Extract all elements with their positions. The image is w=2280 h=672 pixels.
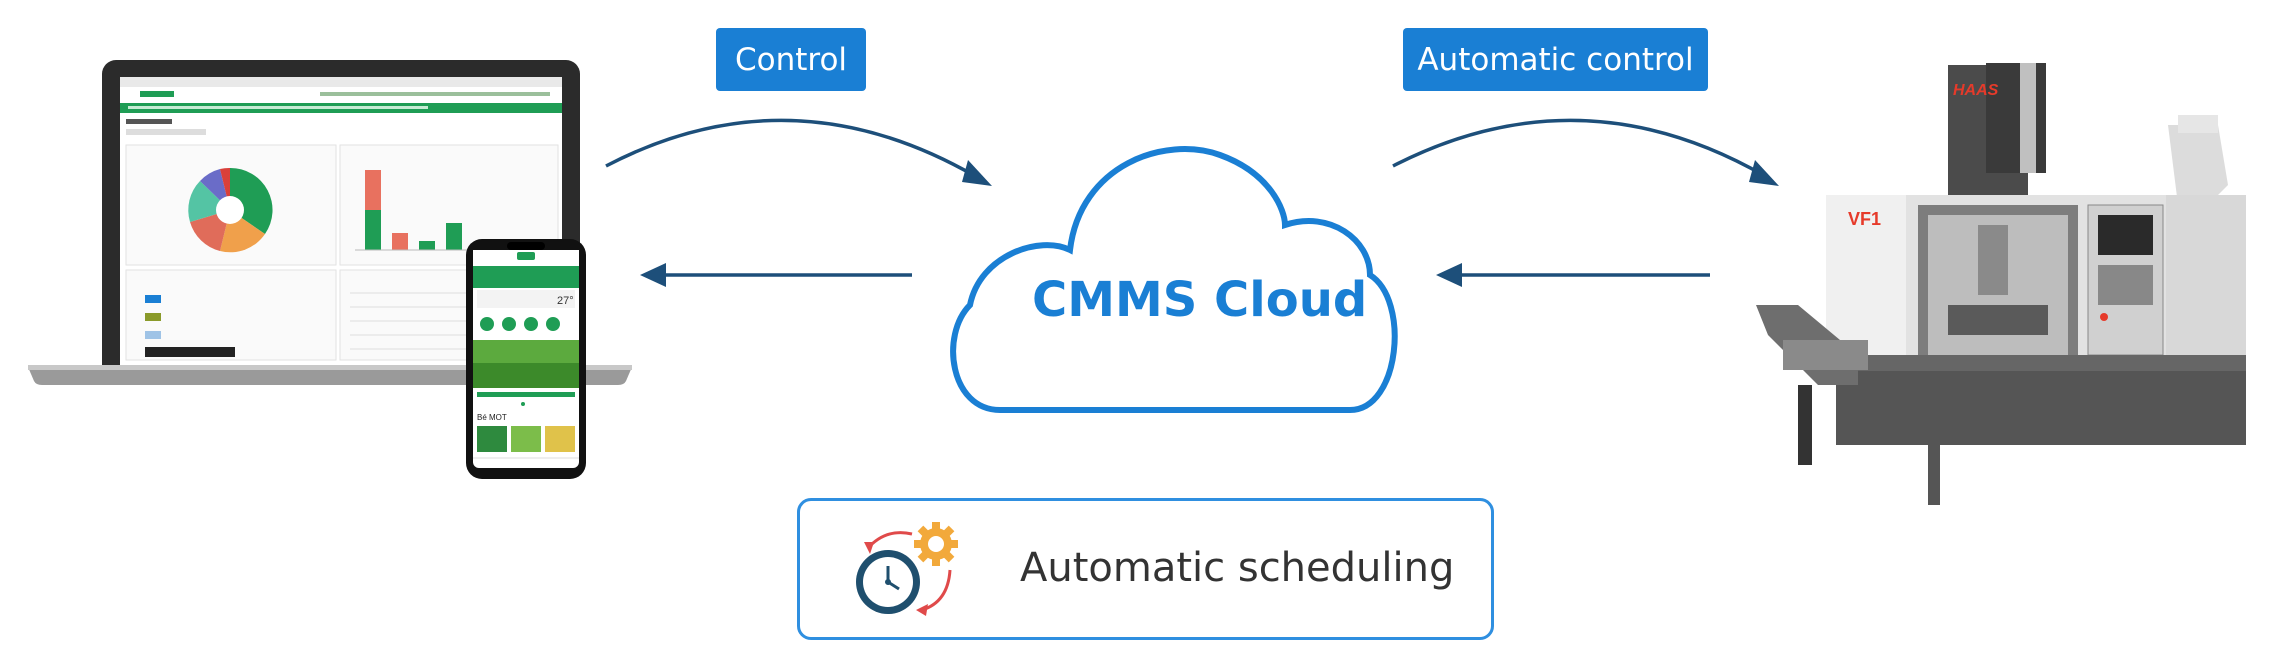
control-tag: Control	[716, 28, 866, 91]
automatic-control-curved-arrow	[1392, 118, 1766, 178]
cnc-machine-illustration: HAAS VF1	[1756, 63, 2246, 505]
clock-gear-icon	[856, 522, 958, 616]
machine-model: VF1	[1848, 209, 1881, 229]
automatic-control-tag: Automatic control	[1403, 28, 1708, 91]
cms-cloud-shape	[950, 146, 1398, 413]
scheduling-box	[797, 498, 1494, 640]
control-curved-arrow	[605, 118, 976, 178]
phone-app-illustration: 27° Bé MOT	[466, 239, 586, 479]
machine-brand: HAAS	[1953, 82, 1999, 99]
cloud-arrowhead	[1436, 263, 1462, 287]
scheduling-label: Automatic scheduling	[1020, 545, 1455, 591]
automatic-control-arrowhead	[1749, 160, 1779, 186]
cloud-label: CMMS Cloud	[1032, 272, 1368, 328]
laptop-arrowhead	[640, 263, 666, 287]
phone-temperature: 27°	[557, 295, 574, 307]
control-arrowhead	[962, 160, 992, 186]
phone-section-title: Bé MOT	[477, 413, 507, 422]
